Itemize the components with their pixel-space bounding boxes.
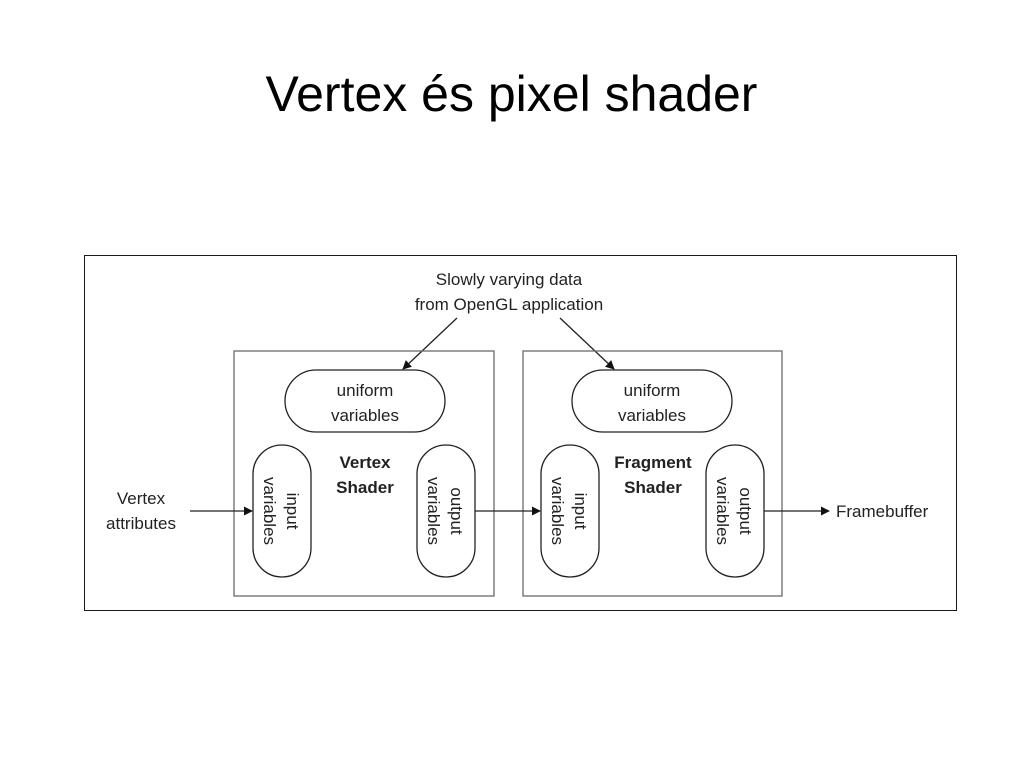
fragment-uniform-pill bbox=[571, 369, 733, 433]
framebuffer-label: Framebuffer bbox=[836, 502, 929, 521]
fragment-shader-name-line2: Shader bbox=[624, 478, 682, 497]
vertex-output-line2: variables bbox=[424, 477, 443, 545]
fragment-uniform-line1: uniform bbox=[624, 381, 681, 400]
fragment-uniform-line2: variables bbox=[618, 406, 686, 425]
slide-title: Vertex és pixel shader bbox=[265, 66, 758, 122]
fragment-output-line2: variables bbox=[713, 477, 732, 545]
fragment-input-pill bbox=[540, 444, 600, 578]
top-label-line2: from OpenGL application bbox=[415, 295, 603, 314]
vertex-input-line1: input bbox=[283, 493, 302, 530]
vertex-shader-box bbox=[233, 350, 495, 597]
vertex-attributes-label-line2: attributes bbox=[106, 514, 176, 533]
uniform-arrow-fragment bbox=[559, 317, 615, 370]
vertex-shader-name-line2: Shader bbox=[336, 478, 394, 497]
vertex-attributes-label-line1: Vertex bbox=[117, 489, 166, 508]
top-label-line1: Slowly varying data bbox=[436, 270, 583, 289]
vertex-output-line1: output bbox=[447, 487, 466, 535]
fragment-shader-name-line1: Fragment bbox=[614, 453, 692, 472]
fragment-input-line2: variables bbox=[548, 477, 567, 545]
diagram-frame bbox=[84, 255, 957, 611]
uniform-arrow-vertex bbox=[402, 317, 458, 370]
vertex-uniform-line2: variables bbox=[331, 406, 399, 425]
fragment-output-line1: output bbox=[736, 487, 755, 535]
fragment-input-line1: input bbox=[571, 493, 590, 530]
fragment-shader-box bbox=[522, 350, 783, 597]
vertex-input-line2: variables bbox=[260, 477, 279, 545]
vertex-uniform-line1: uniform bbox=[337, 381, 394, 400]
vertex-uniform-pill bbox=[284, 369, 446, 433]
vertex-input-pill bbox=[252, 444, 312, 578]
vertex-shader-name-line1: Vertex bbox=[339, 453, 391, 472]
